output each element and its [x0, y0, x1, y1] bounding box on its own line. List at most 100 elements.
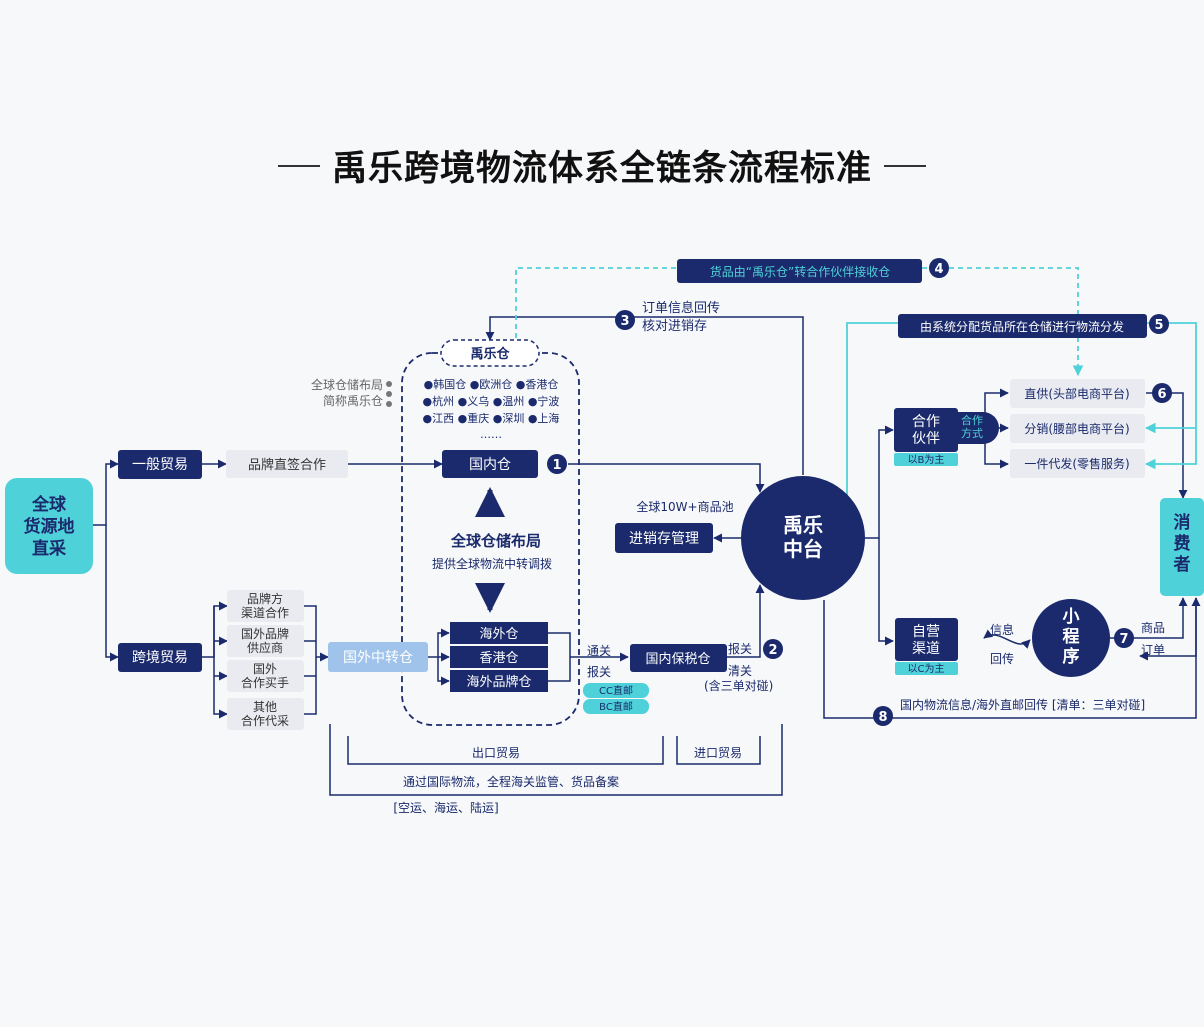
import-label: 进口贸易 [694, 746, 742, 760]
coop-mode-box [958, 412, 999, 444]
layout-dot [386, 381, 392, 387]
brand-direct-text: 品牌直签合作 [248, 457, 326, 473]
city-row: ●江西 ●重庆 ●深圳 ●上海 [423, 411, 560, 425]
overseas-warehouse-text: 香港仓 [479, 651, 518, 666]
overseas-warehouse-box [450, 670, 548, 692]
foreign-transit-box [328, 642, 428, 672]
tongguan-label: 通关 [587, 644, 611, 658]
step-badge [929, 258, 949, 278]
overseas-warehouse-text: 海外仓 [479, 627, 518, 642]
trade-brackets [329, 724, 783, 796]
pool-label: 全球10W+商品池 [636, 499, 733, 514]
consumer-box [1160, 498, 1204, 596]
coop-mode-text: 合作方式 [961, 413, 983, 440]
hub-circle [741, 476, 865, 600]
source-text: 国外品牌供应商 [241, 627, 289, 655]
transport-modes-label: [空运、海运、陆运] [393, 800, 498, 815]
source-text: 品牌方渠道合作 [241, 591, 289, 620]
self-channel-box [895, 618, 958, 661]
overseas-warehouse-box [450, 622, 548, 644]
step-badge-number: 4 [934, 262, 943, 277]
overseas-warehouse-box [450, 646, 548, 668]
step-badge-number: 2 [768, 643, 777, 658]
huichuan-label: 回传 [990, 651, 1014, 666]
bonded-warehouse-box [630, 644, 727, 672]
mini-program-circle [1032, 599, 1110, 677]
channel-box [1010, 449, 1145, 478]
city-row: ●杭州 ●义乌 ●温州 ●宁波 [423, 394, 560, 408]
step-badge-number: 5 [1154, 318, 1163, 333]
global-layout-title: 全球仓储布局 [450, 532, 541, 550]
step-badge [1149, 314, 1169, 334]
overseas-warehouse-text: 海外品牌仓 [466, 674, 531, 690]
source-box [227, 625, 304, 657]
yule-tag [440, 339, 540, 367]
step-badge [1114, 628, 1134, 648]
qingguan-label: 清关 [728, 664, 752, 678]
global-source-text: 全球货源地直采 [24, 494, 75, 559]
consumer-text: 消费者 [1173, 512, 1191, 575]
intl-logistics-label: 通过国际物流，全程海关监管、货品备案 [403, 774, 619, 789]
step-badge-number: 3 [620, 314, 629, 329]
order-info-1: 订单信息回传 [642, 300, 720, 316]
channel-text: 直供(头部电商平台) [1024, 386, 1129, 401]
goods-label: 商品 [1141, 620, 1165, 635]
hub-text: 禹乐中台 [783, 513, 823, 561]
bonded-warehouse-text: 国内保税仓 [645, 651, 710, 667]
step-badges: 1 2 3 4 5 6 7 8 [547, 258, 1172, 726]
source-box [227, 698, 304, 730]
banner-5-text: 由系统分配货品所在仓储进行物流分发 [920, 319, 1124, 334]
self-channel-text: 自营渠道 [912, 624, 940, 657]
title-text: 禹乐跨境物流体系全链条流程标准 [331, 149, 872, 189]
step-badge [615, 310, 635, 330]
step-badge [1152, 383, 1172, 403]
channel-box [1010, 379, 1145, 408]
brand-direct-box [226, 450, 348, 478]
bc-text: BC直邮 [599, 700, 633, 713]
general-trade-box [118, 450, 202, 479]
self-tag-box [895, 662, 958, 675]
partner-text: 合作伙伴 [912, 414, 940, 447]
banner-5-box [898, 314, 1147, 338]
title-rule-right [884, 164, 926, 167]
city-row: ●韩国仓 ●欧洲仓 ●香港仓 [424, 377, 559, 391]
source-box [227, 660, 304, 692]
step-badge-number: 7 [1119, 632, 1128, 647]
cross-trade-box [118, 643, 202, 672]
layout-label: 全球仓储布局 [311, 377, 383, 392]
baoguan-label: 报关 [587, 664, 611, 679]
bc-badge [583, 699, 649, 714]
partner-box [894, 408, 958, 452]
info-exchange-arrow [983, 629, 1031, 649]
cc-text: CC直邮 [599, 684, 633, 697]
teal-connectors [515, 267, 1197, 495]
mini-program-text: 小程序 [1063, 607, 1080, 667]
layout-dot [386, 391, 392, 397]
partner-tag-box [894, 453, 958, 466]
order-label: 订单 [1141, 643, 1165, 657]
layout-label: 简称禹乐仓 [323, 394, 383, 408]
source-text: 其他合作代采 [241, 700, 289, 728]
banner-4-text: 货品由“禹乐仓”转合作伙伴接收仓 [710, 264, 890, 279]
channel-box [1010, 414, 1145, 443]
page-title: 禹乐跨境物流体系全链条流程标准 [0, 140, 1204, 191]
baoguan2-label: 报关 [728, 641, 752, 656]
banner-4-box [677, 259, 922, 283]
yule-tag-text: 禹乐仓 [470, 346, 510, 362]
global-layout-sub: 提供全球物流中转调拨 [432, 556, 552, 571]
global-source-box [5, 478, 93, 574]
yule-warehouse-container [401, 352, 580, 726]
cross-trade-text: 跨境贸易 [132, 650, 188, 666]
self-tag-text: 以C为主 [908, 663, 945, 675]
layout-dot [386, 401, 392, 407]
export-label: 出口贸易 [472, 746, 520, 760]
step-badge-number: 1 [552, 458, 561, 473]
title-rule-left [277, 164, 320, 167]
order-info-2: 核对进销存 [642, 319, 707, 334]
inventory-text: 进销存管理 [629, 531, 699, 547]
domestic-warehouse-box [442, 450, 538, 478]
foreign-transit-text: 国外中转仓 [343, 650, 413, 666]
step-badge [873, 706, 893, 726]
step-badge-number: 8 [878, 710, 887, 725]
